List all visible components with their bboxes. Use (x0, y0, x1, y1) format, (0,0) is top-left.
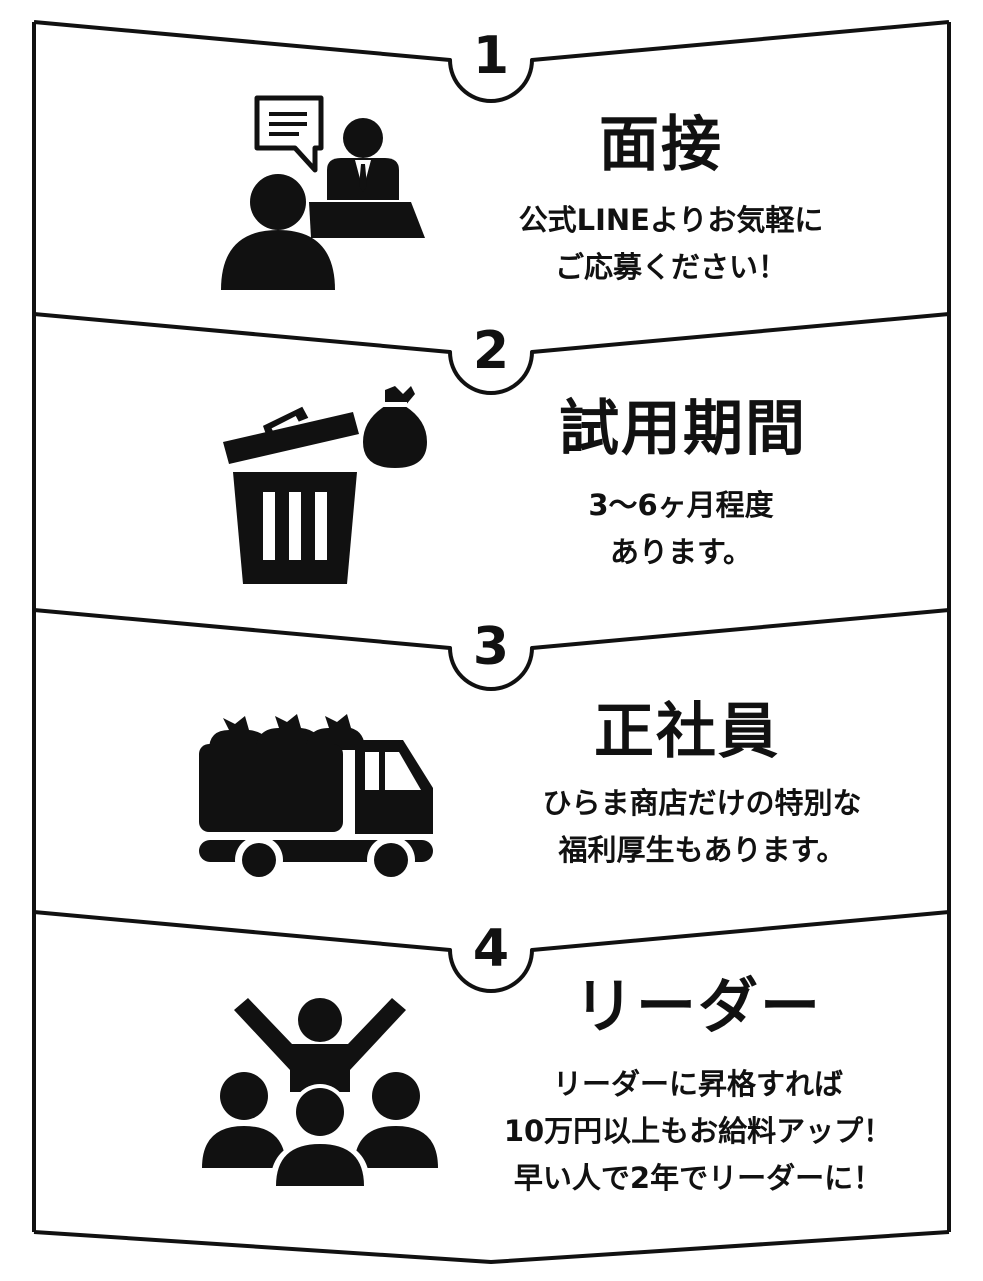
step-4-number: 4 (472, 919, 510, 979)
interview-icon (221, 95, 425, 290)
step-4-description: リーダーに昇格すれば 10万円以上もお給料アップ！ 早い人で2年でリーダーに！ (463, 1061, 933, 1202)
step-4: 4 リーダー リーダーに昇格すれば 10万円以上もお給料アップ！ 早い人で2年で… (0, 912, 983, 1242)
leader-group-icon (202, 998, 438, 1186)
step-4-line-1: リーダーに昇格すれば (552, 1067, 843, 1101)
step-2-title: 試用期間 (559, 394, 807, 464)
garbage-truck-icon (199, 714, 433, 884)
step-2-number: 2 (472, 321, 510, 381)
step-3-line-1: ひらま商店だけの特別な (542, 786, 862, 820)
step-2-line-2: あります。 (609, 534, 753, 569)
step-1-title: 面接 (599, 110, 723, 180)
trash-can-icon (223, 386, 427, 584)
frame-divider-3 (33, 910, 950, 993)
step-2-description: 3〜6ヶ月程度 あります。 (446, 482, 916, 576)
step-4-line-3: 早い人で2年でリーダーに！ (513, 1160, 883, 1195)
step-1-line-1: 公式LINEよりお気軽に (518, 203, 824, 237)
step-1-line-2: ご応募ください！ (554, 249, 787, 284)
step-3-number: 3 (472, 617, 510, 677)
step-1: 1 面接 公式LINEよりお気軽に ご応募ください！ (0, 0, 983, 314)
step-1-description: 公式LINEよりお気軽に ご応募ください！ (436, 197, 906, 291)
step-2: 2 試用期間 3〜6ヶ月程度 あります。 (0, 314, 983, 610)
step-1-number: 1 (472, 26, 510, 86)
frame-top-edge (33, 20, 950, 103)
step-3-title: 正社員 (594, 697, 780, 767)
step-3-description: ひらま商店だけの特別な 福利厚生もあります。 (467, 780, 937, 874)
frame-divider-2 (33, 608, 950, 691)
step-4-title: リーダー (574, 972, 822, 1042)
frame-bottom-edge (33, 1230, 950, 1264)
step-3: 3 正社員 ひらま商店だけの特別な 福利厚生もあります。 (0, 610, 983, 912)
step-4-line-2: 10万円以上もお給料アップ！ (503, 1113, 893, 1148)
step-2-line-1: 3〜6ヶ月程度 (588, 488, 774, 522)
frame-divider-1 (33, 312, 950, 395)
step-3-line-2: 福利厚生もあります。 (558, 832, 846, 867)
